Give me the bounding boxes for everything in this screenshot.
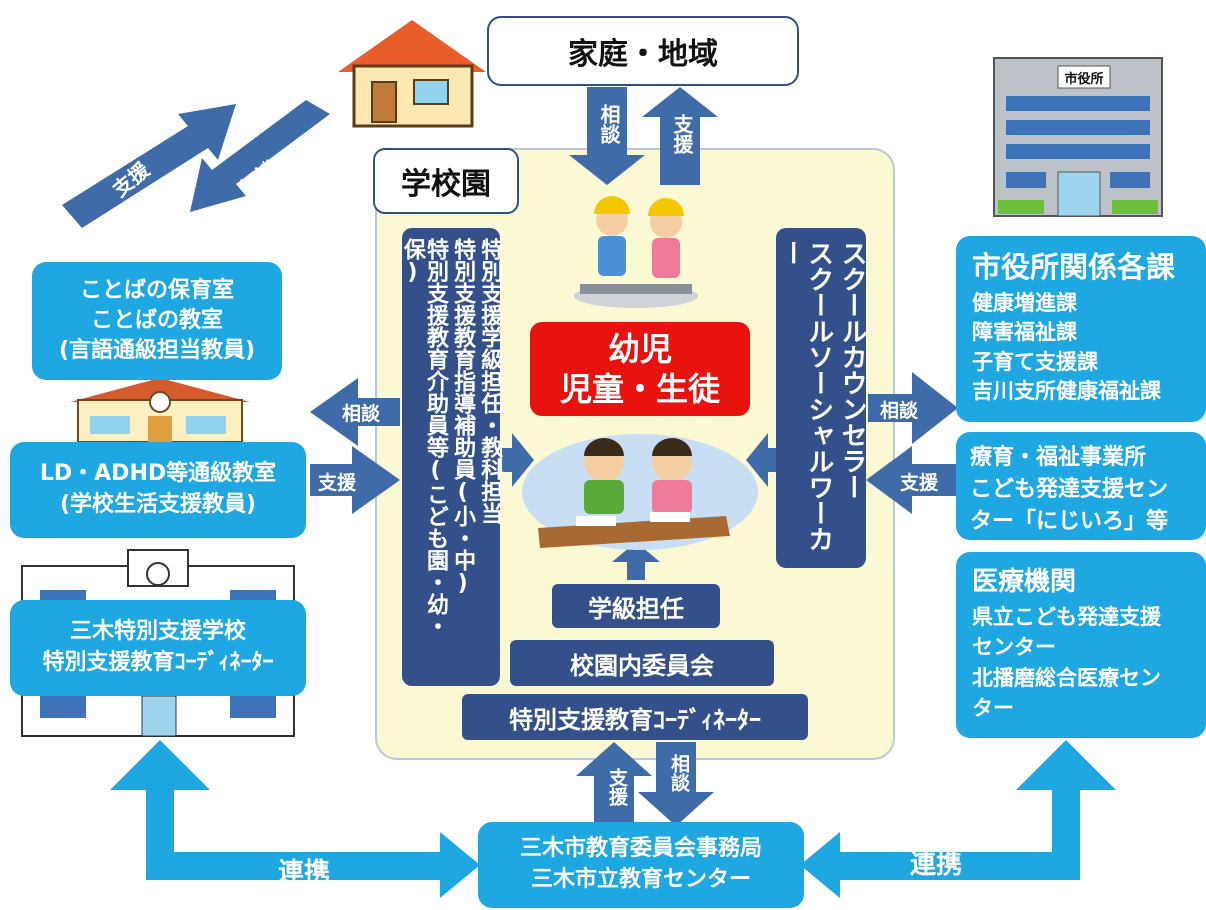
consult-arrow-down	[569, 87, 645, 185]
teachers-line-3: 特別支援教育介助員等(こども園・幼・保)	[399, 238, 448, 637]
welfare-line-3: ター「にじいろ」等	[970, 508, 1169, 534]
speech-room-line-3: (言語通級担当教員)	[58, 337, 256, 363]
house-illustration	[338, 20, 486, 128]
label-consult-top: 相談	[597, 104, 621, 144]
city-dept-item: 健康増進課	[972, 290, 1077, 315]
support-arrow-right	[310, 446, 400, 514]
medical-item: センター	[972, 635, 1056, 660]
coordinator-box: 特別支援教育ｺｰﾃﾞｨﾈｰﾀｰ	[462, 694, 808, 740]
label-coop-right: 連携	[910, 850, 963, 880]
homeroom-teacher-label: 学級担任	[588, 594, 684, 623]
medical-box: 医療機関 県立こども発達支援 センター 北播磨総合医療セン ター	[956, 552, 1206, 738]
coop-arrow-left	[110, 740, 480, 898]
support-arrow-up	[642, 87, 718, 185]
special-school-box: 三木特別支援学校 特別支援教育ｺｰﾃﾞｨﾈｰﾀｰ	[10, 600, 306, 696]
school-committee-label: 校園内委員会	[570, 651, 714, 680]
school-committee-box: 校園内委員会	[510, 640, 774, 686]
teachers-box: 特別支援学級担任・教科担当 特別支援教育指導補助員(小・中) 特別支援教育介助員…	[399, 228, 503, 686]
coop-arrow-right	[800, 740, 1116, 898]
city-depts-title: 市役所関係各課	[972, 250, 1176, 284]
label-coop-left: 連携	[278, 858, 331, 888]
city-dept-item: 子育て支援課	[972, 349, 1098, 374]
city-dept-item: 吉川支所健康福祉課	[972, 378, 1161, 403]
board-line-1: 三木市教育委員会事務局	[519, 836, 762, 862]
label-support-bottom: 支援	[606, 768, 628, 806]
ld-adhd-room-box: LD・ADHD等通級教室 (学校生活支援教員)	[10, 442, 306, 538]
medical-title: 医療機関	[972, 567, 1077, 597]
label-consult-left: 相談	[342, 403, 381, 425]
counselors-line-1: スクールカウンセラー	[836, 240, 867, 500]
children-line-1: 幼児	[607, 330, 672, 368]
speech-room-line-2: ことばの教室	[90, 308, 223, 334]
coordinator-label: 特別支援教育ｺｰﾃﾞｨﾈｰﾀｰ	[509, 705, 761, 734]
consult-arrow-diagonal	[190, 100, 330, 212]
label-support-left: 支援	[318, 472, 357, 494]
counselors-line-2: スクールソーシャルワーカー	[776, 240, 834, 552]
board-line-2: 三木市立教育センター	[530, 867, 751, 892]
homeroom-teacher-box: 学級担任	[552, 584, 720, 628]
teachers-to-children-arrow	[502, 433, 534, 487]
special-school-line-2: 特別支援教育ｺｰﾃﾞｨﾈｰﾀｰ	[42, 650, 274, 675]
homeroom-to-children-arrow	[612, 542, 660, 580]
welfare-line-1: 療育・福祉事業所	[970, 445, 1147, 470]
medical-item: 県立こども発達支援	[972, 604, 1161, 629]
studying-children-illustration	[522, 434, 758, 550]
medical-item: ター	[972, 696, 1014, 721]
ld-room-line-2: (学校生活支援教員)	[59, 492, 257, 517]
home-community-box: 家庭・地域	[487, 16, 799, 86]
support-arrow-left	[866, 446, 956, 514]
city-dept-item: 障害福祉課	[972, 320, 1077, 345]
school-label: 学校園	[401, 167, 491, 202]
welfare-box: 療育・福祉事業所 こども発達支援セン ター「にじいろ」等	[956, 432, 1206, 540]
teachers-line-1: 特別支援学級担任・教科担当	[477, 238, 503, 524]
kindergarten-building	[70, 378, 250, 443]
home-community-label: 家庭・地域	[568, 37, 718, 72]
label-consult-right: 相談	[880, 400, 919, 422]
label-support-top: 支援	[670, 114, 694, 154]
counselors-to-children-arrow	[746, 433, 778, 487]
label-support-right: 支援	[900, 472, 939, 494]
speech-room-line-1: ことばの保育室	[79, 278, 234, 304]
crossing-children-illustration	[574, 196, 698, 308]
consult-arrow-left	[310, 378, 400, 446]
children-line-2: 児童・生徒	[559, 370, 720, 408]
label-consult-bottom: 相談	[668, 754, 690, 792]
city-office-sign: 市役所	[1064, 71, 1104, 87]
education-board-box: 三木市教育委員会事務局 三木市立教育センター	[478, 822, 804, 908]
medical-item: 北播磨総合医療セン	[972, 665, 1161, 690]
teachers-line-2: 特別支援教育指導補助員(小・中)	[450, 238, 476, 596]
city-depts-box: 市役所関係各課 健康増進課 障害福祉課 子育て支援課 吉川支所健康福祉課	[956, 236, 1206, 422]
welfare-line-2: こども発達支援セン	[970, 476, 1169, 502]
support-arrow-bottom-up	[576, 742, 652, 828]
consult-arrow-bottom-down	[638, 742, 714, 826]
children-box: 幼児 児童・生徒	[530, 322, 750, 416]
city-office-building	[993, 57, 1163, 217]
special-school-line-1: 三木特別支援学校	[69, 619, 246, 645]
speech-room-box: ことばの保育室 ことばの教室 (言語通級担当教員)	[32, 262, 282, 380]
counselors-box: スクールカウンセラー スクールソーシャルワーカー	[776, 228, 867, 568]
school-label-box: 学校園	[373, 148, 519, 214]
support-arrow-diagonal	[62, 104, 236, 228]
ld-room-line-1: LD・ADHD等通級教室	[39, 461, 277, 487]
consult-arrow-right	[868, 372, 958, 444]
